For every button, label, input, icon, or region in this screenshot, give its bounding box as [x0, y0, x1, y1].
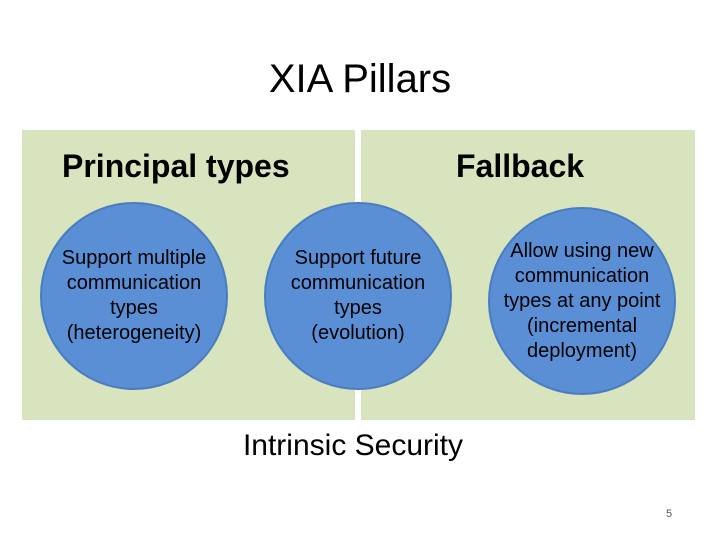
- evolution-circle: Support future communication types (evol…: [264, 202, 452, 390]
- evolution-text: Support future communication types (evol…: [290, 247, 426, 344]
- heterogeneity-circle: Support multiple communication types (he…: [40, 202, 228, 390]
- heterogeneity-text: Support multiple communication types (he…: [61, 247, 207, 344]
- slide-title: XIA Pillars: [268, 57, 452, 101]
- incremental-deployment-text: Allow using new communication types at a…: [503, 239, 661, 362]
- fallback-heading: Fallback: [456, 148, 585, 184]
- principal-types-heading: Principal types: [62, 148, 290, 184]
- intrinsic-security-label: Intrinsic Security: [242, 429, 464, 462]
- page-number: 5: [666, 508, 673, 520]
- incremental-deployment-circle: Allow using new communication types at a…: [488, 207, 676, 395]
